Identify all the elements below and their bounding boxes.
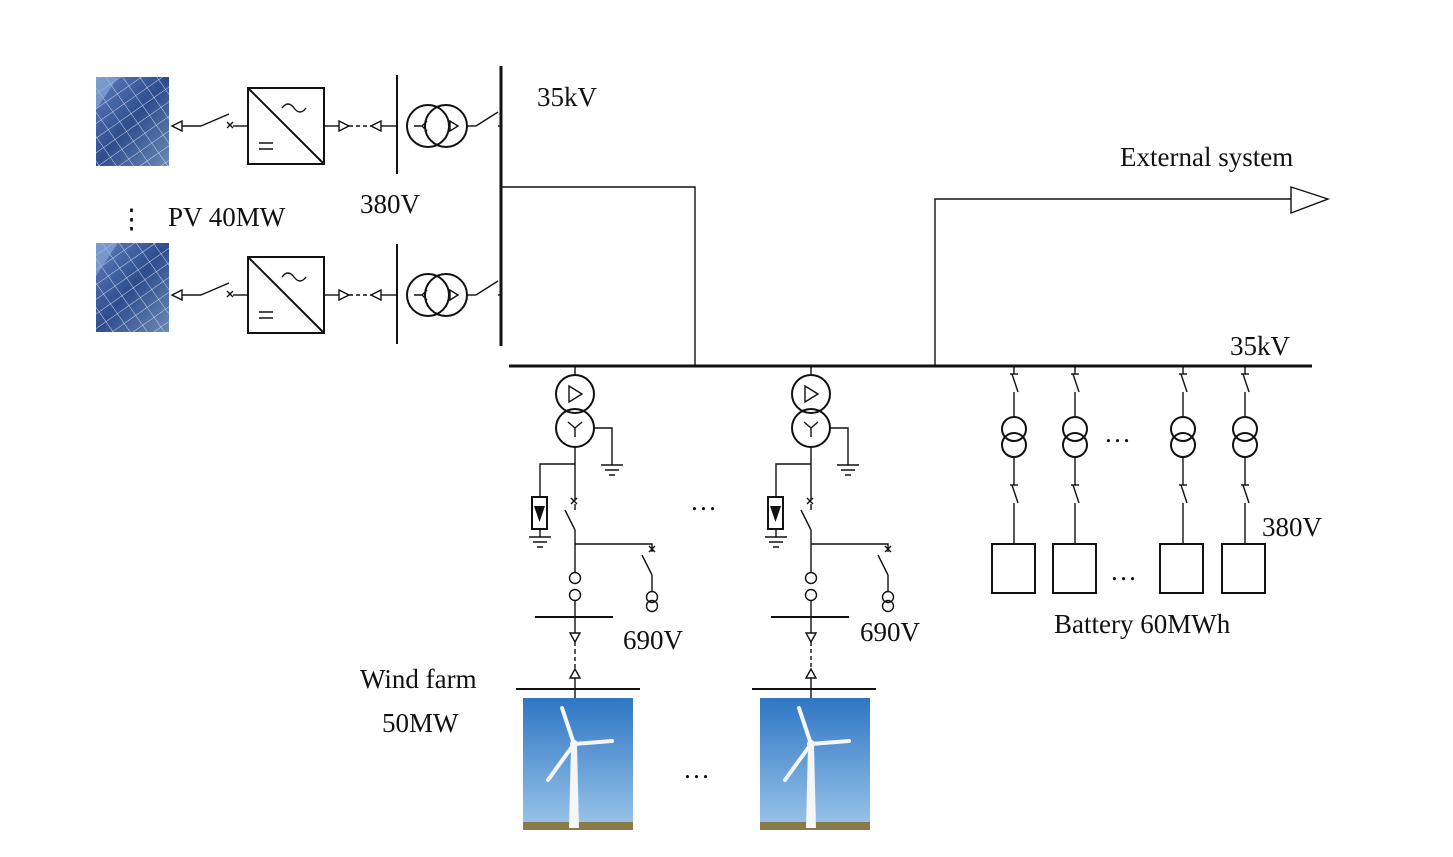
battery-380v-label: 380V	[1262, 512, 1323, 542]
terminal-arrow	[170, 119, 183, 133]
wind-feeder-1	[516, 366, 659, 830]
wind-transformer-2	[791, 374, 831, 448]
ground-symbol	[601, 464, 623, 476]
ground-symbol	[837, 464, 859, 476]
pv-breaker-1	[475, 111, 499, 127]
solar-panel-image-2	[96, 243, 169, 332]
main-bus-35kv-label: 35kV	[1230, 331, 1291, 361]
aux-ct-1	[645, 590, 659, 613]
pv-string-1	[96, 75, 502, 174]
battery-feeder-3	[1159, 366, 1204, 594]
wind-transformer-1	[555, 374, 595, 448]
solar-panel-image-1	[96, 77, 169, 166]
pv-rating-label: PV 40MW	[168, 202, 286, 232]
surge-arrester-1	[529, 496, 551, 548]
battery-unit-1	[991, 543, 1036, 594]
surge-arrester-2	[765, 496, 787, 548]
battery-unit-ellipsis: …	[1110, 556, 1137, 586]
ct-2	[804, 571, 818, 602]
wind-690v-label-2: 690V	[860, 617, 921, 647]
wind-farm-label: Wind farm	[360, 664, 477, 694]
wind-turbine-image-2	[760, 698, 870, 830]
pv-breaker-2	[475, 280, 499, 296]
external-system-label: External system	[1120, 142, 1293, 172]
wind-feeder-ellipsis: …	[690, 486, 717, 516]
pv-35kv-label: 35kV	[537, 82, 598, 112]
battery-unit-2	[1052, 543, 1097, 594]
inverter-2	[247, 256, 325, 334]
wind-breaker-2	[800, 509, 812, 531]
battery-unit-4	[1221, 543, 1266, 594]
wind-farm-rating-label: 50MW	[382, 708, 459, 738]
pv-380v-label: 380V	[360, 189, 421, 219]
wind-690v-label-1: 690V	[623, 625, 684, 655]
pv-ellipsis: ⋮	[118, 204, 145, 234]
pv-tie-line	[501, 186, 696, 366]
battery-feeder-2	[1052, 366, 1097, 594]
battery-feeder-1	[991, 366, 1036, 594]
battery-unit-3	[1159, 543, 1204, 594]
pv-switch-2	[200, 282, 230, 296]
wind-feeder-2	[752, 366, 895, 830]
aux-ct-2	[881, 590, 895, 613]
ct-1	[568, 571, 582, 602]
battery-rating-label: Battery 60MWh	[1054, 609, 1231, 639]
pv-transformer-2	[406, 273, 468, 317]
external-system-arrow	[1290, 186, 1331, 215]
battery-feeder-4	[1221, 366, 1266, 594]
external-feeder	[934, 198, 1291, 366]
battery-trafo-ellipsis: …	[1104, 418, 1131, 448]
pv-string-2	[96, 243, 502, 344]
wind-turbine-ellipsis: …	[683, 754, 710, 784]
pv-transformer-1	[406, 104, 468, 148]
wind-breaker-1	[564, 509, 576, 531]
wind-turbine-image-1	[523, 698, 633, 830]
inverter-1	[247, 87, 325, 165]
pv-switch-1	[200, 113, 230, 127]
